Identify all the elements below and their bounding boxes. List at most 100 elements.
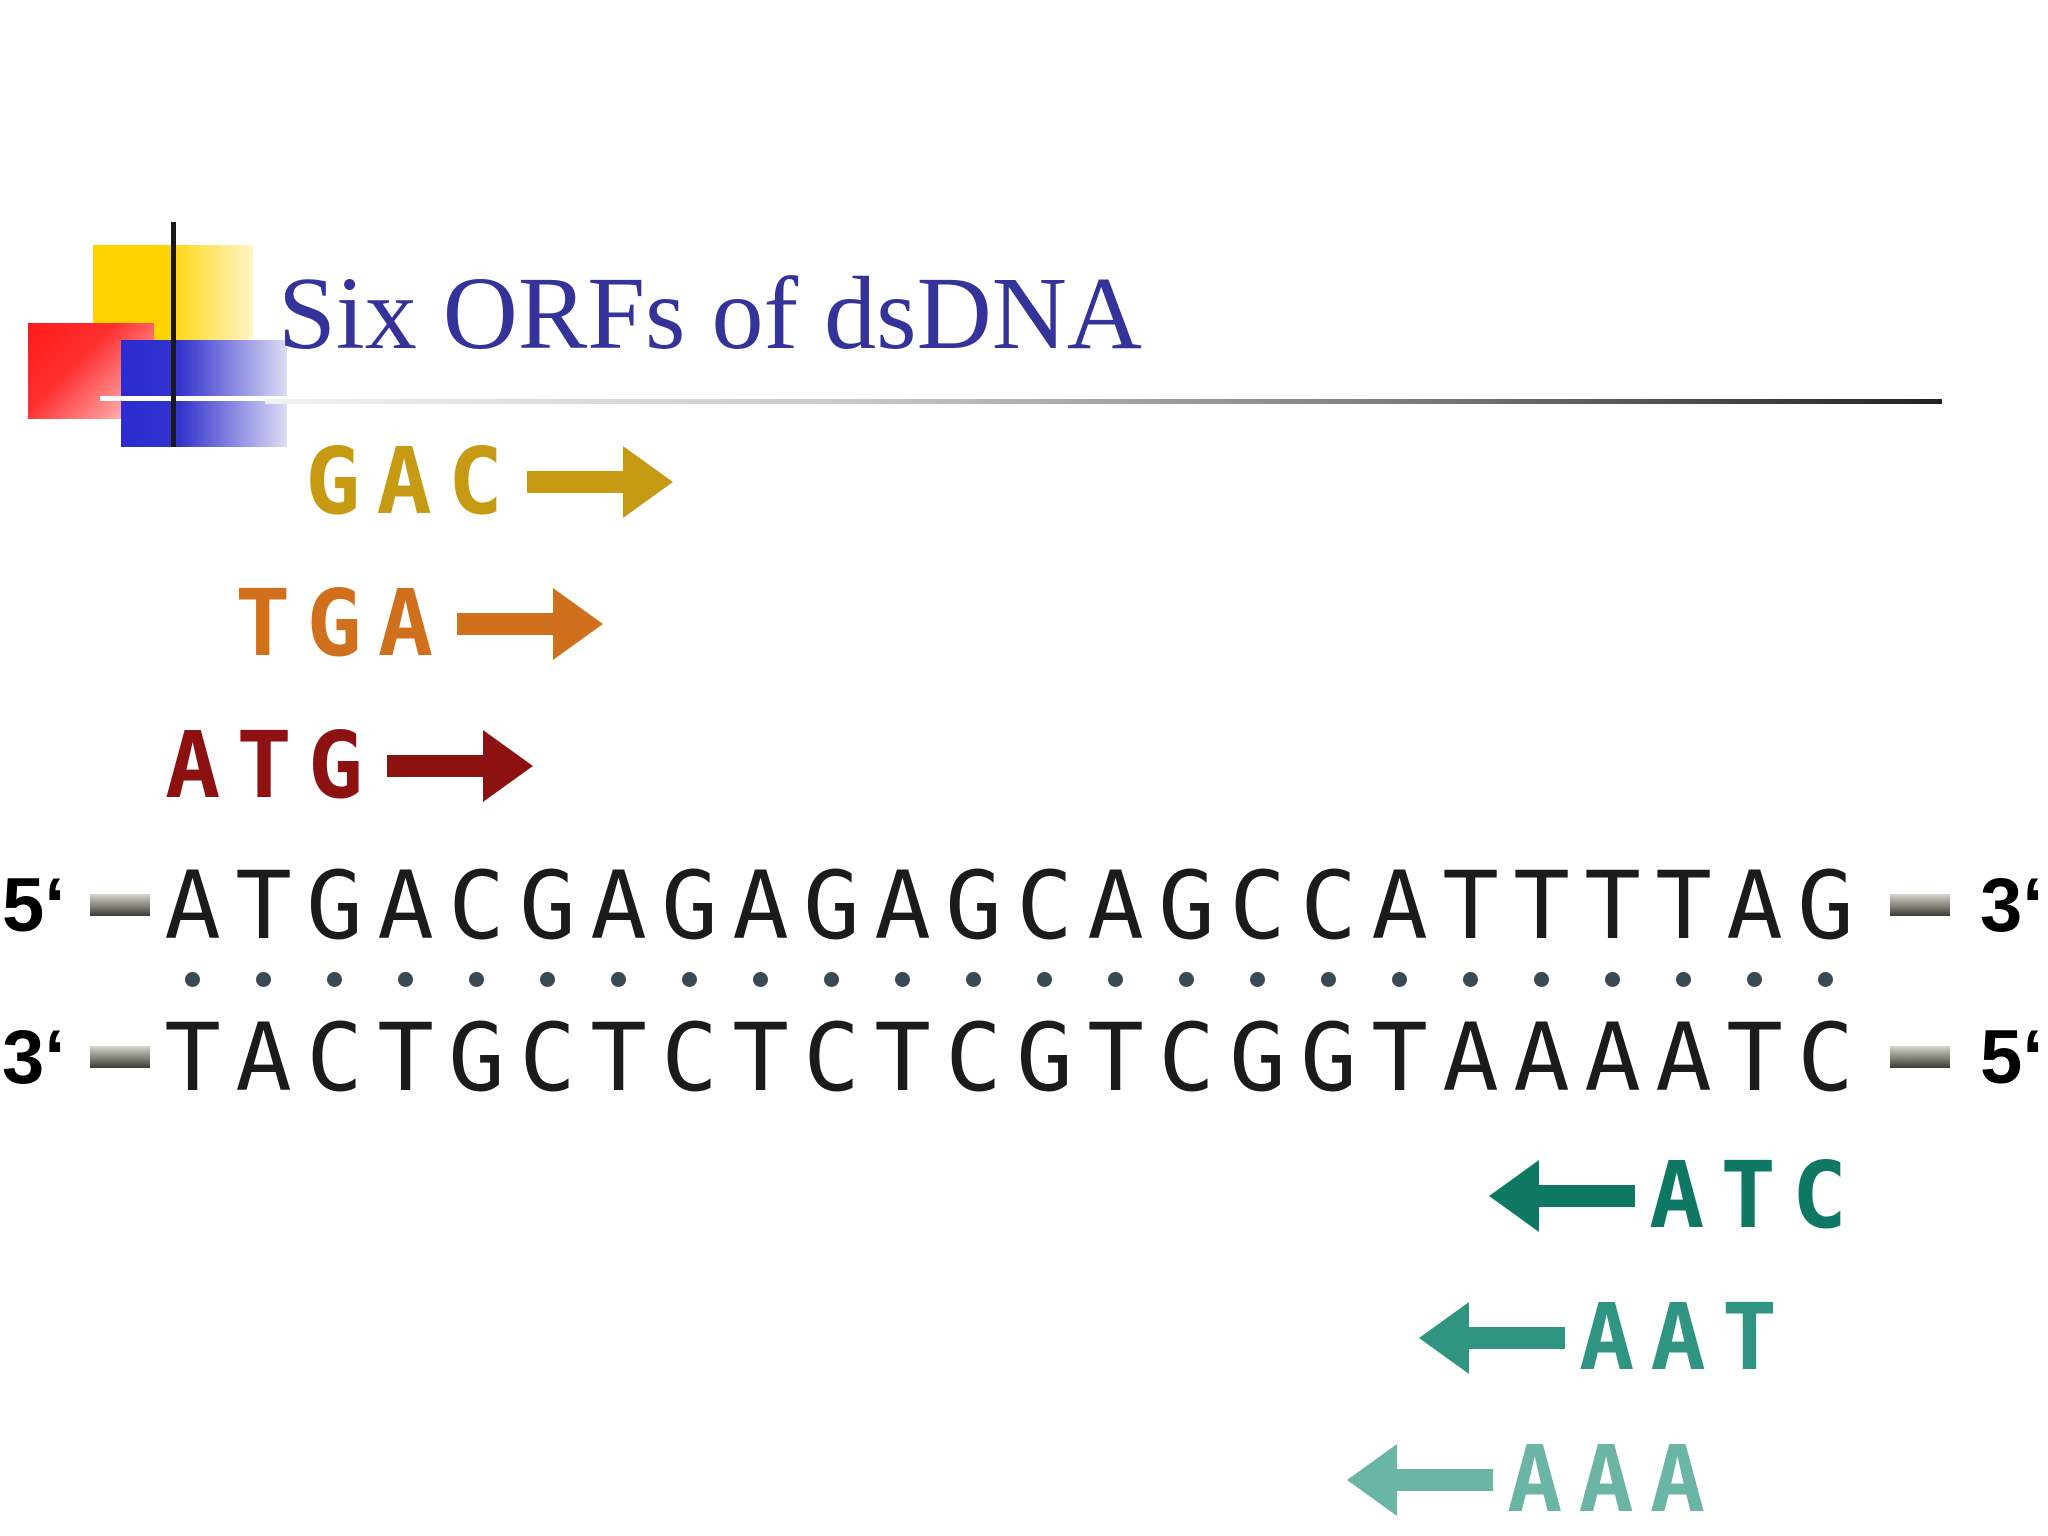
base-pair-dot [1392, 972, 1407, 987]
left-arrow-icon [1347, 1444, 1493, 1516]
base: A [164, 852, 221, 961]
base-pair-dot [469, 972, 484, 987]
reverse-frame-2: AAT [1415, 1292, 1793, 1384]
base: T [1087, 1004, 1144, 1113]
left-arrow-icon [1489, 1160, 1635, 1232]
base: C [1797, 1004, 1854, 1113]
base: G [448, 1004, 505, 1113]
bottom-strand-5-prime-label: 5‘ [1980, 1015, 2044, 1100]
base-pair-dot [1108, 972, 1123, 987]
base-pair-dot [966, 972, 981, 987]
forward-frame-1: ATG [165, 720, 537, 812]
base: C [1229, 852, 1286, 961]
title-decoration-vertical-line [171, 222, 176, 447]
slide-title: Six ORFs of dsDNA [278, 256, 1142, 371]
base: A [1726, 852, 1783, 961]
base: C [1016, 852, 1073, 961]
base-pair-dot [398, 972, 413, 987]
base: G [519, 852, 576, 961]
base: T [1513, 852, 1570, 961]
base: A [377, 852, 434, 961]
base: T [1584, 852, 1641, 961]
base: A [590, 852, 647, 961]
base-pair-dot [1179, 972, 1194, 987]
base: C [661, 1004, 718, 1113]
base: T [164, 1004, 221, 1113]
base: C [1158, 1004, 1215, 1113]
base: T [874, 1004, 931, 1113]
base: A [874, 852, 931, 961]
base-pair-dot [1818, 972, 1833, 987]
base: C [448, 852, 505, 961]
base: T [377, 1004, 434, 1113]
title-decoration-blue-square [121, 340, 287, 447]
base-pair-dot [1676, 972, 1691, 987]
base: T [1371, 1004, 1428, 1113]
base-pair-dot [256, 972, 271, 987]
base-pair-dot [1037, 972, 1052, 987]
reverse-frame-3-codon: AAA [1507, 1426, 1722, 1533]
base-pair-dot [1463, 972, 1478, 987]
top-strand-3-prime-label: 3‘ [1980, 863, 2044, 948]
base-pair-dot [185, 972, 200, 987]
base-pair-dot [1747, 972, 1762, 987]
base-pair-dot [1534, 972, 1549, 987]
forward-frame-3: GAC [305, 436, 677, 528]
forward-frame-3-codon: GAC [305, 428, 520, 535]
base-pair-dot [824, 972, 839, 987]
base: T [1726, 1004, 1783, 1113]
base: G [1016, 1004, 1073, 1113]
base: G [945, 852, 1002, 961]
base-pair-dot [540, 972, 555, 987]
base: G [1797, 852, 1854, 961]
right-arrow-icon [457, 588, 604, 660]
base-pair-dot [611, 972, 626, 987]
base-pair-dot [1250, 972, 1265, 987]
forward-frame-2: TGA [235, 578, 607, 670]
base: G [306, 852, 363, 961]
base: T [1655, 852, 1712, 961]
base: C [1300, 852, 1357, 961]
base: T [1442, 852, 1499, 961]
base: A [1513, 1004, 1570, 1113]
base: A [235, 1004, 292, 1113]
base-pair-dot [327, 972, 342, 987]
reverse-frame-1-codon: ATC [1649, 1142, 1864, 1249]
base: C [945, 1004, 1002, 1113]
reverse-frame-1: ATC [1485, 1150, 1863, 1242]
top-strand-left-backbone [90, 894, 150, 916]
title-underline [265, 399, 1942, 404]
right-arrow-icon [387, 730, 534, 802]
base-pair-bonds [157, 972, 1861, 992]
title-decoration-white-line [100, 396, 290, 401]
base: A [1442, 1004, 1499, 1113]
bottom-strand-3-prime-label: 3‘ [2, 1015, 66, 1100]
base: A [1584, 1004, 1641, 1113]
base: C [803, 1004, 860, 1113]
base: A [732, 852, 789, 961]
top-strand-right-backbone [1890, 894, 1950, 916]
base: A [1087, 852, 1144, 961]
base: G [1229, 1004, 1286, 1113]
base: G [1300, 1004, 1357, 1113]
base: T [732, 1004, 789, 1113]
base: G [661, 852, 718, 961]
base: A [1655, 1004, 1712, 1113]
base-pair-dot [1605, 972, 1620, 987]
base: C [306, 1004, 363, 1113]
base: G [803, 852, 860, 961]
base-pair-dot [682, 972, 697, 987]
base: C [519, 1004, 576, 1113]
bottom-strand-sequence: T A C T G C T C T C T C G T C G G T A A … [157, 1012, 1861, 1106]
forward-frame-2-codon: TGA [235, 570, 450, 677]
bottom-strand-left-backbone [90, 1046, 150, 1068]
base: T [590, 1004, 647, 1113]
right-arrow-icon [527, 446, 674, 518]
base: G [1158, 852, 1215, 961]
base: A [1371, 852, 1428, 961]
top-strand-5-prime-label: 5‘ [2, 863, 66, 948]
top-strand-sequence: A T G A C G A G A G A G C A G C C A T T … [157, 860, 1861, 954]
base-pair-dot [753, 972, 768, 987]
left-arrow-icon [1419, 1302, 1565, 1374]
forward-frame-1-codon: ATG [165, 712, 380, 819]
